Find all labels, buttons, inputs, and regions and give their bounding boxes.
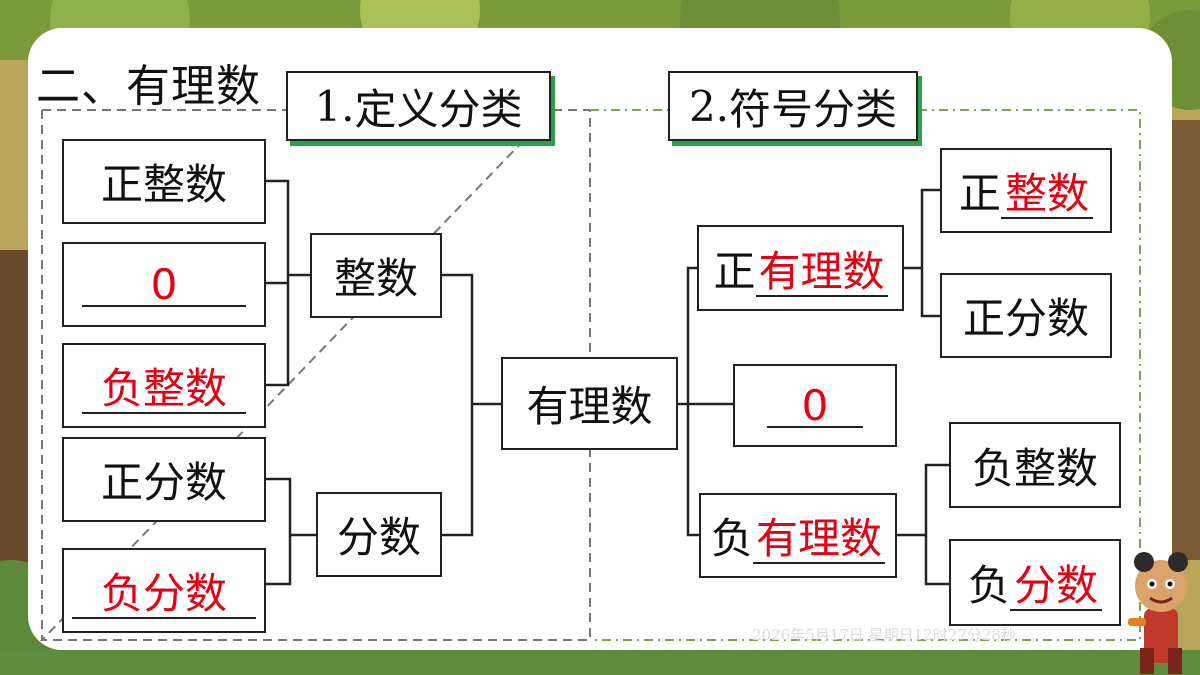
- answer-fraction: 分数: [1010, 552, 1102, 613]
- header-sign-classification: 2.符号分类: [668, 71, 918, 141]
- answer-integer: 整数: [1001, 160, 1093, 221]
- answer-negative-rational: 有理数: [753, 505, 885, 566]
- box-negative-fraction: 负分数: [62, 548, 266, 633]
- header-number: 1.: [314, 81, 355, 131]
- box-positive-fraction-right: 正分数: [940, 273, 1112, 358]
- box-label: 负整数: [971, 443, 1098, 493]
- cartoon-character-icon: [1128, 552, 1188, 674]
- box-label: 正分数: [100, 458, 227, 507]
- box-zero-right: 0: [733, 364, 897, 447]
- box-negative-integer: 负整数: [62, 343, 266, 428]
- date-stamp: 2026年5月17日 星期日12时27分28秒: [752, 626, 1016, 644]
- box-negative-integer-right: 负整数: [949, 422, 1121, 508]
- header-label: 定义分类: [354, 84, 523, 134]
- box-label: 整数: [333, 254, 418, 303]
- box-prefix: 负: [967, 561, 1010, 610]
- box-rational-numbers: 有理数: [501, 357, 678, 450]
- box-label: 正分数: [962, 294, 1089, 343]
- answer-negative-fraction: 负分数: [72, 560, 256, 621]
- header-number: 2.: [688, 81, 730, 131]
- box-negative-rational: 负有理数: [699, 493, 897, 578]
- box-positive-rational: 正有理数: [697, 225, 904, 311]
- header-label: 符号分类: [729, 84, 898, 134]
- box-positive-fraction: 正分数: [62, 437, 266, 522]
- box-prefix: 正: [713, 246, 756, 296]
- header-definition-classification: 1.定义分类: [286, 71, 551, 141]
- answer-zero: 0: [767, 381, 863, 430]
- box-label: 有理数: [526, 382, 653, 431]
- box-fractions: 分数: [316, 492, 442, 577]
- box-integers: 整数: [310, 233, 442, 318]
- box-prefix: 负: [710, 514, 753, 563]
- box-prefix: 正: [958, 169, 1001, 218]
- page-title: 二、有理数: [36, 61, 261, 112]
- answer-positive-rational: 有理数: [755, 238, 888, 299]
- box-positive-integer: 正整数: [62, 139, 266, 224]
- answer-negative-integer: 负整数: [82, 355, 246, 416]
- answer-zero: 0: [82, 260, 246, 309]
- box-label: 分数: [336, 513, 421, 562]
- box-negative-fraction-right: 负分数: [949, 539, 1121, 626]
- box-label: 正整数: [100, 160, 227, 209]
- box-positive-integer-right: 正整数: [940, 148, 1112, 233]
- box-zero-left: 0: [62, 242, 266, 327]
